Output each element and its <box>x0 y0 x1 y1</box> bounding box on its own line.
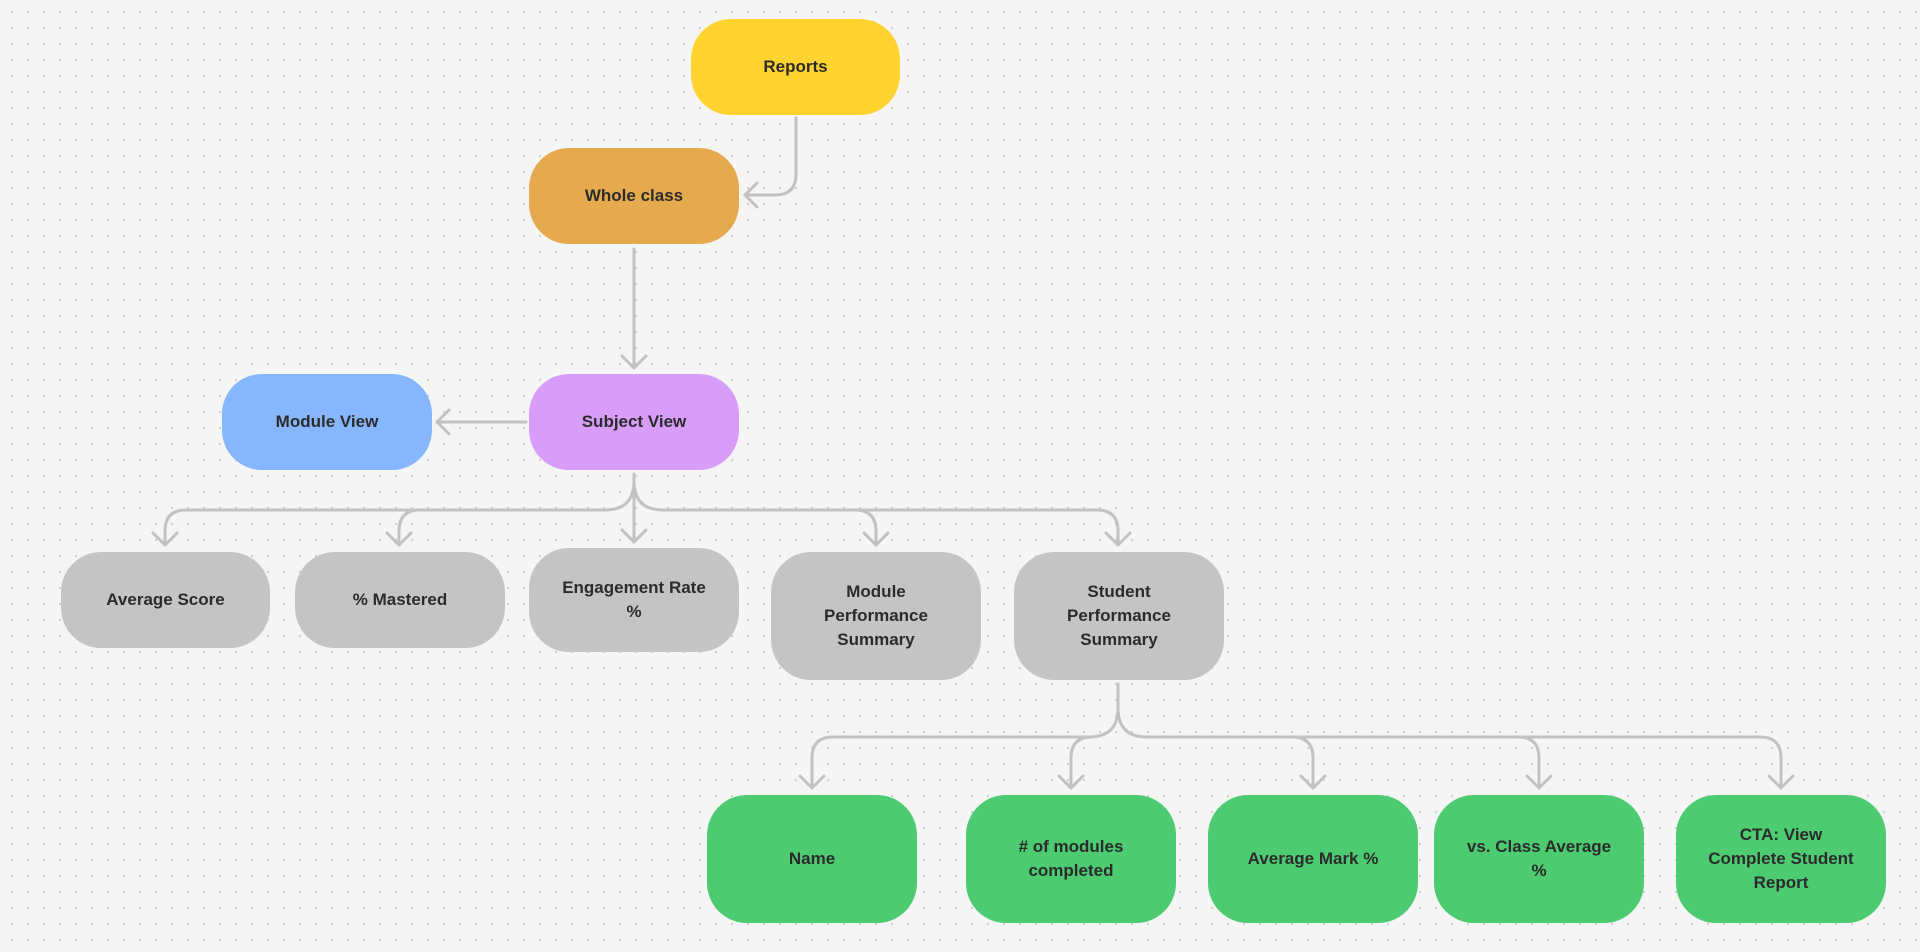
arrowhead <box>435 408 451 436</box>
node-percent-mastered[interactable]: % Mastered <box>295 552 505 648</box>
node-module-performance-summary[interactable]: Module Performance Summary <box>771 552 981 680</box>
arrowhead <box>1767 774 1795 790</box>
arrowhead <box>385 531 413 547</box>
node-whole-class[interactable]: Whole class <box>529 148 739 244</box>
arrowhead <box>620 528 648 544</box>
node-modules-completed[interactable]: # of modules completed <box>966 795 1176 923</box>
arrowhead <box>151 531 179 547</box>
connector-subject-view-left-branch <box>163 479 636 547</box>
connector-subject-view-mastered-branch <box>397 508 422 547</box>
arrowhead <box>862 531 890 547</box>
connector-student-summary-avgmark-branch <box>1290 735 1315 790</box>
connector-student-summary-vsclass-branch <box>1516 735 1541 790</box>
connector-subject-view-right-branch <box>632 479 1120 547</box>
arrowhead <box>798 774 826 790</box>
connector-subject-view-modperf-branch <box>853 508 878 547</box>
node-engagement-rate[interactable]: Engagement Rate % <box>529 548 739 652</box>
node-reports[interactable]: Reports <box>691 19 900 115</box>
arrowhead <box>1104 531 1132 547</box>
node-student-performance-summary[interactable]: Student Performance Summary <box>1014 552 1224 680</box>
node-average-score[interactable]: Average Score <box>61 552 270 648</box>
connector-student-summary-modcomp-branch <box>1069 735 1094 790</box>
node-cta-view-complete-student-report[interactable]: CTA: View Complete Student Report <box>1676 795 1886 923</box>
node-module-view[interactable]: Module View <box>222 374 432 470</box>
arrowhead <box>743 181 759 209</box>
connector-student-summary-left-branch <box>810 706 1120 790</box>
connector-reports-whole-class <box>743 116 798 197</box>
arrowhead <box>620 354 648 370</box>
arrowhead <box>1525 774 1553 790</box>
arrowhead <box>1057 774 1085 790</box>
node-vs-class-average[interactable]: vs. Class Average % <box>1434 795 1644 923</box>
node-name[interactable]: Name <box>707 795 917 923</box>
connector-student-summary-right-branch <box>1116 706 1783 790</box>
node-subject-view[interactable]: Subject View <box>529 374 739 470</box>
arrowhead <box>1299 774 1327 790</box>
node-average-mark[interactable]: Average Mark % <box>1208 795 1418 923</box>
